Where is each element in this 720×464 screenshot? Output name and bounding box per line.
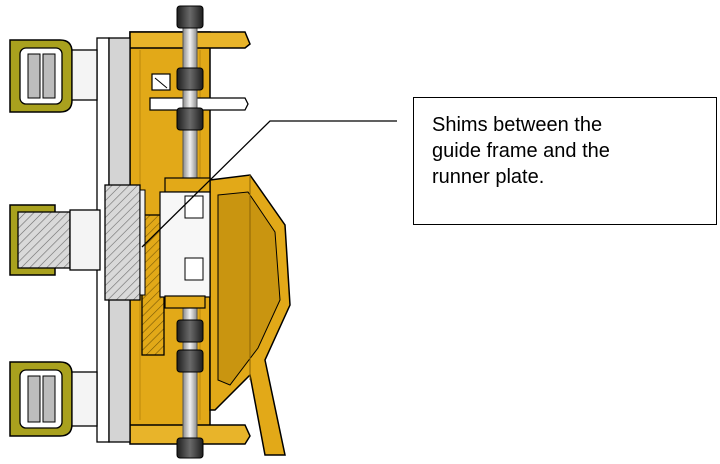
callout-leader-line — [141, 120, 397, 248]
runner-plate — [104, 184, 165, 356]
callout-text: Shims between the guide frame and the ru… — [432, 114, 610, 188]
shims — [139, 189, 146, 296]
bottom-roller — [9, 361, 98, 437]
top-roller — [9, 39, 98, 113]
middle-roller — [9, 204, 101, 276]
mid-bracket — [159, 177, 211, 309]
callout-box: Shims between the guide frame and the ru… — [413, 97, 717, 225]
spring-bar — [149, 73, 249, 111]
